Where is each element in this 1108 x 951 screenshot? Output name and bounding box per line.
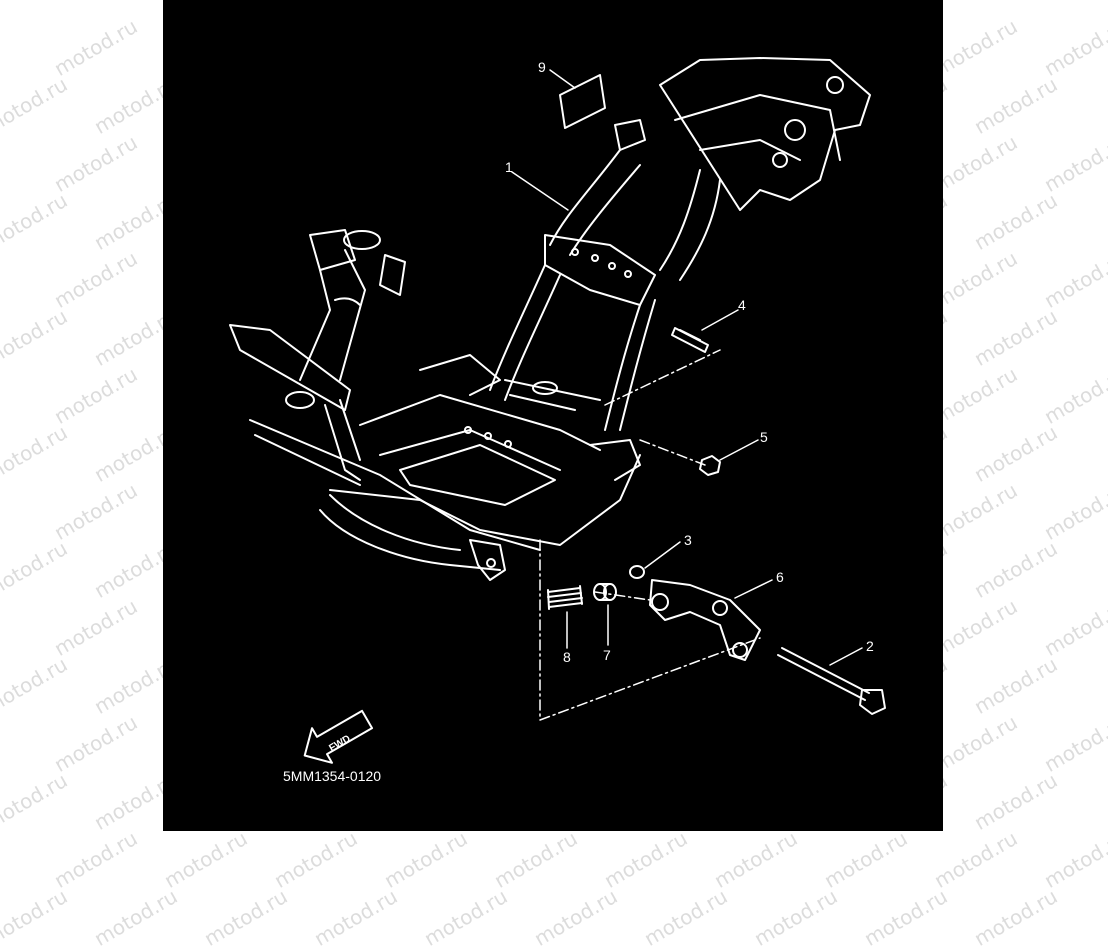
- long-bolt-part-2: [777, 647, 886, 715]
- watermark-text: motod.ru: [270, 826, 362, 893]
- watermark-text: motod.ru: [1040, 130, 1108, 197]
- fwd-arrow: [303, 709, 374, 764]
- watermark-text: motod.ru: [930, 594, 1022, 661]
- main-frame: [229, 57, 871, 581]
- watermark-text: motod.ru: [710, 826, 802, 893]
- watermark-text: motod.ru: [50, 14, 142, 81]
- watermark-text: motod.ru: [160, 826, 252, 893]
- watermark-text: motod.ru: [0, 884, 72, 951]
- watermark-text: motod.ru: [750, 884, 842, 951]
- diagram-code: 5MM1354-0120: [283, 768, 381, 784]
- callout-4: 4: [738, 297, 746, 313]
- label-plate: [559, 74, 606, 129]
- callout-8: 8: [563, 649, 571, 665]
- watermark-text: motod.ru: [1040, 594, 1108, 661]
- diagram-panel: 1 2 3 4 5 6 7 8 9 FWD 5MM1354-0120: [163, 0, 943, 831]
- watermark-text: motod.ru: [50, 478, 142, 545]
- watermark-text: motod.ru: [970, 304, 1062, 371]
- watermark-text: motod.ru: [200, 884, 292, 951]
- callout-7: 7: [603, 647, 611, 663]
- watermark-text: motod.ru: [1040, 362, 1108, 429]
- watermark-text: motod.ru: [50, 362, 142, 429]
- watermark-text: motod.ru: [50, 130, 142, 197]
- watermark-text: motod.ru: [90, 884, 182, 951]
- watermark-text: motod.ru: [930, 710, 1022, 777]
- leader-lines: [511, 69, 863, 666]
- watermark-text: motod.ru: [0, 188, 72, 255]
- watermark-text: motod.ru: [970, 72, 1062, 139]
- watermark-text: motod.ru: [490, 826, 582, 893]
- watermark-text: motod.ru: [970, 420, 1062, 487]
- watermark-text: motod.ru: [0, 652, 72, 719]
- callout-2: 2: [866, 638, 874, 654]
- watermark-text: motod.ru: [530, 884, 622, 951]
- watermark-text: motod.ru: [50, 710, 142, 777]
- watermark-text: motod.ru: [1040, 14, 1108, 81]
- watermark-text: motod.ru: [1040, 246, 1108, 313]
- collar-part-7: [593, 583, 617, 601]
- callout-6: 6: [776, 569, 784, 585]
- fwd-label: FWD: [327, 733, 352, 754]
- watermark-text: motod.ru: [0, 304, 72, 371]
- watermark-text: motod.ru: [970, 536, 1062, 603]
- watermark-text: motod.ru: [970, 884, 1062, 951]
- watermark-text: motod.ru: [930, 130, 1022, 197]
- assembly-lines: [539, 349, 761, 721]
- watermark-text: motod.ru: [930, 14, 1022, 81]
- watermark-text: motod.ru: [50, 826, 142, 893]
- watermark-text: motod.ru: [1040, 826, 1108, 893]
- watermark-text: motod.ru: [930, 246, 1022, 313]
- spring-part-8: [547, 585, 583, 610]
- stand-bracket-part-6: [649, 579, 761, 661]
- watermark-text: motod.ru: [600, 826, 692, 893]
- watermark-text: motod.ru: [50, 594, 142, 661]
- nut-part-5: [699, 455, 721, 476]
- watermark-text: motod.ru: [310, 884, 402, 951]
- watermark-text: motod.ru: [860, 884, 952, 951]
- callout-5: 5: [760, 429, 768, 445]
- watermark-text: motod.ru: [0, 768, 72, 835]
- watermark-text: motod.ru: [380, 826, 472, 893]
- watermark-text: motod.ru: [930, 362, 1022, 429]
- watermark-text: motod.ru: [50, 246, 142, 313]
- watermark-text: motod.ru: [0, 72, 72, 139]
- watermark-text: motod.ru: [970, 188, 1062, 255]
- callout-9: 9: [538, 59, 546, 75]
- washer-part-3: [629, 565, 645, 579]
- watermark-text: motod.ru: [0, 420, 72, 487]
- callout-3: 3: [684, 532, 692, 548]
- watermark-text: motod.ru: [1040, 478, 1108, 545]
- watermark-text: motod.ru: [930, 826, 1022, 893]
- watermark-text: motod.ru: [640, 884, 732, 951]
- watermark-text: motod.ru: [970, 652, 1062, 719]
- bolt-part-4: [671, 327, 709, 353]
- frame-diagram: 1 2 3 4 5 6 7 8 9 FWD 5MM1354-0120: [229, 57, 886, 784]
- watermark-text: motod.ru: [820, 826, 912, 893]
- watermark-text: motod.ru: [970, 768, 1062, 835]
- watermark-text: motod.ru: [1040, 710, 1108, 777]
- watermark-text: motod.ru: [420, 884, 512, 951]
- callout-1: 1: [505, 159, 513, 175]
- watermark-text: motod.ru: [0, 536, 72, 603]
- watermark-text: motod.ru: [930, 478, 1022, 545]
